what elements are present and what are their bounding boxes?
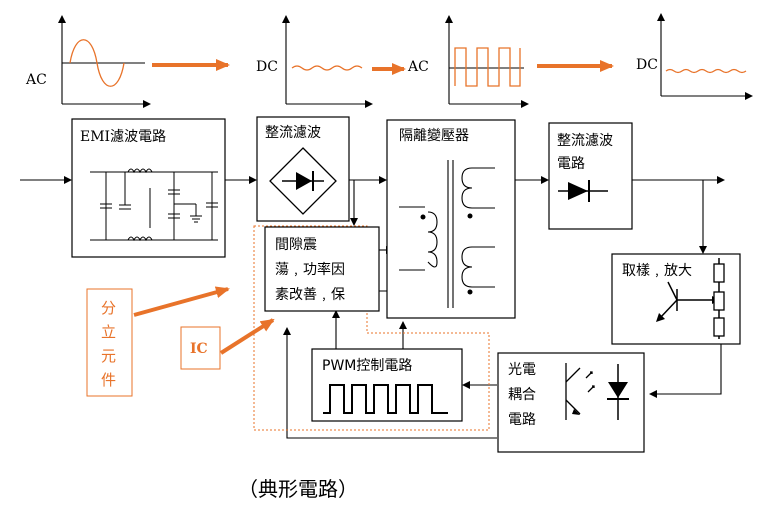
- discrete-char-1: 分: [101, 299, 116, 317]
- led-icon: [607, 364, 629, 420]
- oscillator-label-3: 素改善﹐保: [275, 287, 345, 303]
- optocoupler-label-2: 耦合: [508, 387, 536, 403]
- sampling-amp-label: 取樣﹐放大: [622, 262, 692, 279]
- transformer-icon: [399, 160, 495, 308]
- ic-note: IC: [180, 326, 221, 370]
- discrete-pointer-arrow: [133, 286, 230, 317]
- waveform-dc-1: DC: [256, 15, 373, 108]
- ic-label: IC: [190, 341, 208, 357]
- phototransistor-icon: [565, 363, 595, 420]
- sampling-amp-block: 取樣﹐放大: [611, 253, 741, 345]
- dc-output-label: DC: [636, 57, 658, 73]
- oscillator-block: 間隙震 蕩﹐功率因 素改善﹐保: [264, 226, 380, 312]
- ac-square-label: AC: [407, 59, 429, 75]
- waveform-ac-square: AC: [407, 15, 529, 108]
- pwm-waveform-icon: [323, 384, 448, 414]
- optocoupler-block: 光電 耦合 電路: [497, 352, 645, 453]
- output-rectifier-block: 整流濾波 電路: [548, 122, 633, 230]
- ac-input-label: AC: [25, 72, 47, 88]
- optocoupler-label-3: 電路: [508, 412, 536, 428]
- discrete-char-3: 元: [101, 347, 116, 365]
- rectifier-filter-label: 整流濾波: [265, 125, 321, 141]
- isolation-transformer-label: 隔離變壓器: [399, 127, 469, 144]
- ic-boundary: [253, 225, 490, 431]
- emi-filter-schematic: [90, 168, 218, 242]
- oscillator-label-2: 蕩﹐功率因: [275, 261, 345, 278]
- pwm-control-label: PWM控制電路: [322, 358, 412, 374]
- waveform-dc-output: DC: [636, 13, 753, 100]
- bridge-rectifier-icon: [269, 147, 337, 215]
- ic-pointer-arrow: [219, 318, 275, 355]
- pwm-control-block: PWM控制電路: [311, 348, 463, 422]
- isolation-transformer-block: 隔離變壓器: [386, 119, 516, 319]
- dc-1-label: DC: [256, 59, 278, 75]
- diode-icon: [568, 182, 588, 200]
- optocoupler-label-1: 光電: [508, 362, 536, 378]
- output-rectifier-label-2: 電路: [557, 156, 585, 172]
- oscillator-label-1: 間隙震: [275, 237, 317, 253]
- emi-filter-label: EMI濾波電路: [80, 129, 166, 145]
- discrete-components-note: 分 立 元 件: [86, 288, 133, 397]
- discrete-char-2: 立: [101, 323, 116, 341]
- output-rectifier-label-1: 整流濾波: [557, 133, 613, 149]
- waveform-ac-input: AC: [25, 15, 151, 108]
- emi-filter-block: EMI濾波電路: [71, 118, 226, 258]
- discrete-char-4: 件: [101, 371, 116, 389]
- resistor-divider-icon: [713, 263, 725, 337]
- diagram-caption: （典形電路）: [238, 477, 358, 501]
- rectifier-filter-block: 整流濾波: [256, 116, 350, 222]
